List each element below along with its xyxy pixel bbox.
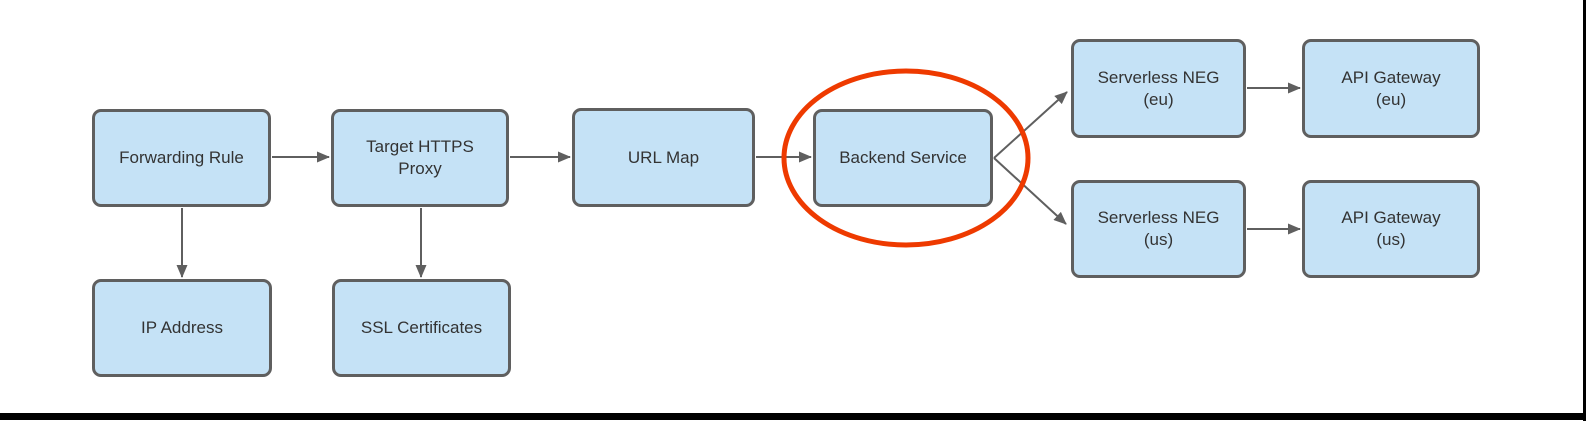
node-label-ssl-certificates: SSL Certificates	[360, 318, 483, 338]
node-label-serverless-neg-us: Serverless NEG (us)	[1097, 208, 1220, 249]
node-target-https-proxy: Target HTTPS Proxy	[331, 109, 509, 207]
window-bottom-edge	[0, 413, 1586, 420]
node-url-map: URL Map	[572, 108, 755, 207]
node-label-api-gateway-us: API Gateway (us)	[1341, 208, 1441, 249]
node-label-target-https-proxy: Target HTTPS Proxy	[366, 137, 474, 178]
node-api-gateway-us: API Gateway (us)	[1302, 180, 1480, 278]
node-label-backend-service: Backend Service	[839, 148, 967, 168]
node-serverless-neg-eu: Serverless NEG (eu)	[1071, 39, 1246, 138]
node-label-url-map: URL Map	[627, 147, 700, 167]
node-label-ip-address: IP Address	[141, 318, 223, 338]
node-label-forwarding-rule: Forwarding Rule	[119, 148, 244, 168]
node-serverless-neg-us: Serverless NEG (us)	[1071, 180, 1246, 278]
node-api-gateway-eu: API Gateway (eu)	[1302, 39, 1480, 138]
node-forwarding-rule: Forwarding Rule	[92, 109, 271, 207]
window-right-edge	[1583, 0, 1586, 421]
edge-backend-service-to-serverless-neg-eu	[993, 91, 1068, 159]
node-ssl-certificates: SSL Certificates	[332, 279, 511, 377]
node-label-serverless-neg-eu: Serverless NEG (eu)	[1097, 67, 1220, 109]
node-label-api-gateway-eu: API Gateway (eu)	[1341, 67, 1441, 109]
edge-backend-service-to-serverless-neg-us	[993, 157, 1067, 225]
node-ip-address: IP Address	[92, 279, 272, 377]
node-backend-service: Backend Service	[813, 109, 993, 207]
